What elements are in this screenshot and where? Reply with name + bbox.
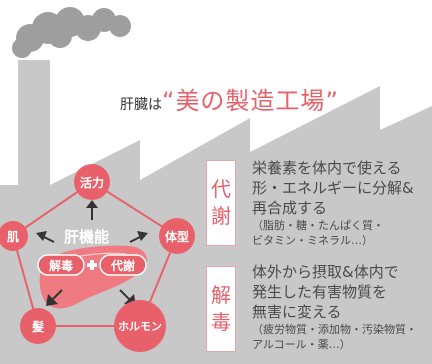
detox-label-char-2: 毒	[211, 310, 231, 334]
node-bottom-right-circle	[114, 300, 166, 352]
arrow-down-left-icon	[46, 289, 63, 306]
node-hormone-label: ホルモン	[118, 320, 162, 333]
detox-note-1: （疲労物質・添加物・汚染物質・	[252, 323, 417, 336]
node-bottom-left-circle	[20, 308, 56, 344]
arrows	[36, 200, 148, 306]
detox-label-box: 解 毒	[206, 266, 236, 352]
metabolism-label-char-1: 代	[211, 177, 231, 201]
arrow-right-icon	[129, 231, 148, 243]
smoke-cloud	[12, 7, 131, 58]
title-prefix: 肝臓は	[120, 97, 162, 113]
node-left-circle	[0, 221, 28, 251]
metabolism-line-1: 栄養素を体内で使える	[252, 159, 402, 177]
node-hair-label: 髪	[31, 320, 44, 334]
pill-detox-label: 解毒	[48, 259, 73, 273]
metabolism-label-box: 代 謝	[206, 160, 236, 246]
detox-line-3: 無害に変える	[252, 303, 342, 321]
page-title: 肝臓は“美の製造工場”	[120, 81, 339, 116]
metabolism-line-2: 形・エネルギーに分解&	[252, 179, 414, 197]
detox-line-2: 発生した有害物質を	[252, 283, 388, 301]
metabolism-note-2: ビタミン・ミネラル…）	[252, 234, 373, 247]
node-right-circle	[159, 218, 195, 254]
pill-left-bg	[37, 254, 85, 276]
pill-metabolism-label: 代謝	[110, 259, 135, 273]
metabolism-description: 栄養素を体内で使える 形・エネルギーに分解& 再合成する （脂肪・糖・たんぱく質…	[252, 158, 414, 248]
detox-line-1: 体外から摂取&体内で	[252, 263, 399, 281]
arrow-up-icon	[86, 200, 98, 220]
title-open-quote: “	[162, 87, 176, 115]
metabolism-line-3: 再合成する	[252, 199, 328, 217]
metabolism-label-char-2: 謝	[211, 204, 231, 228]
detox-description: 体外から摂取&体内で 発生した有害物質を 無害に変える （疲労物質・添加物・汚染…	[252, 262, 417, 352]
detox-label-char-1: 解	[211, 283, 231, 307]
liver-function-title: 肝機能	[64, 228, 110, 246]
detox-note-2: アルコール・薬…）	[252, 338, 351, 351]
title-close-quote: ”	[325, 87, 339, 115]
node-top-circle	[74, 164, 110, 200]
node-body-shape-label: 体型	[164, 230, 189, 244]
plus-icon	[87, 260, 97, 270]
metabolism-note-1: （脂肪・糖・たんぱく質・	[252, 219, 384, 232]
arrow-left-icon	[36, 231, 55, 243]
node-skin-label: 肌	[6, 230, 19, 244]
pill-right-bg	[99, 254, 147, 276]
title-emphasis: 美の製造工場	[175, 87, 326, 115]
node-vitality-label: 活力	[79, 176, 104, 190]
